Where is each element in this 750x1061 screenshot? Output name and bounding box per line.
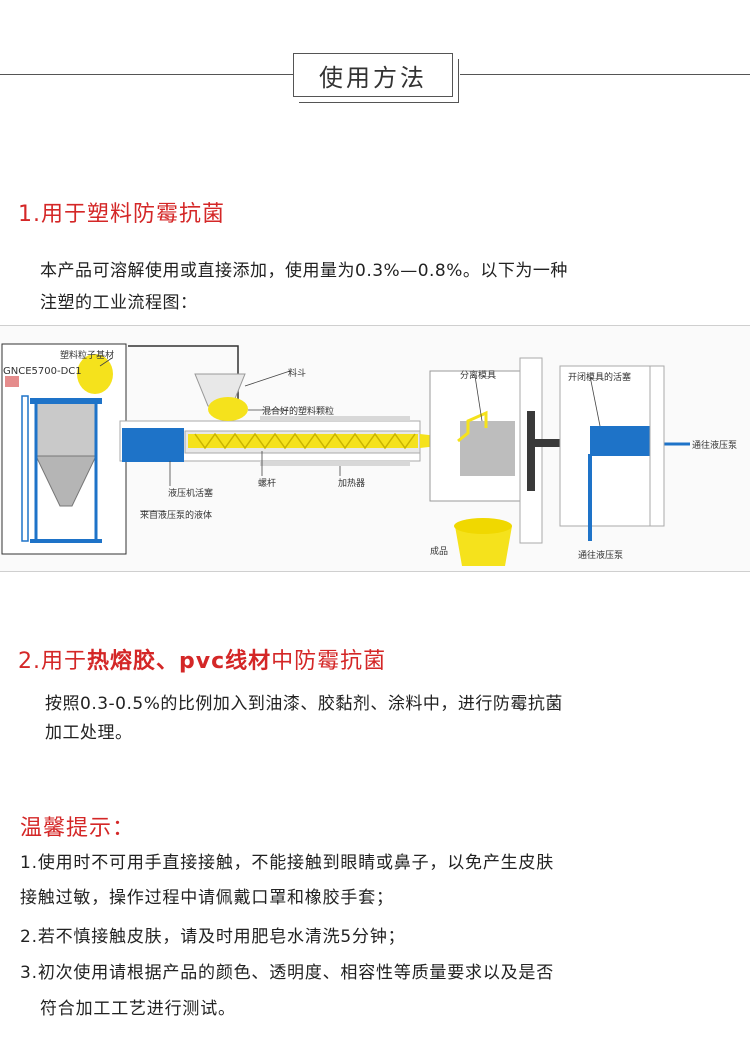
diagram-label-hopper: 料斗 [288,369,307,379]
page-title: 使用方法 [293,53,459,103]
product-bucket [455,526,512,566]
mixer-rim [30,398,102,404]
section1-title: 1.用于塑料防霉抗菌 [18,202,225,227]
tip-line-3: 2.若不慎接触皮肤，请及时用肥皂水清洗5分钟； [20,927,406,947]
section1-text-line1: 本产品可溶解使用或直接添加，使用量为0.3%—0.8%。以下为一种 [40,261,568,281]
mixer-tank [35,400,97,457]
section2-title-bold: 热熔胶、pvc线材 [87,649,272,674]
granules-pile [77,354,113,394]
diagram-label-mixed: 混合好的塑料颗粒 [262,407,335,417]
diagram-label-screw: 螺杆 [258,479,277,489]
diagram-label-model: GNCE5700-DC1 [3,366,82,377]
header-line-left [0,74,293,75]
section2-title-prefix: 2.用于 [18,649,87,674]
tip-line-2: 接触过敏，操作过程中请佩戴口罩和橡胶手套； [20,888,394,908]
diagram-label-heater: 加热器 [338,479,366,489]
page-title-text: 使用方法 [319,63,427,92]
section2-text-line2: 加工处理。 [45,723,133,743]
mixer-cone [35,455,97,507]
header-line-right [460,74,750,75]
section1-text-line2: 注塑的工业流程图： [40,293,198,313]
tip-line-5: 符合加工工艺进行测试。 [40,999,236,1019]
diagram-graphics [1,343,690,566]
injection-molding-diagram: GNCE5700-DC1 塑料粒子基材 料斗 混合好的塑料颗粒 螺杆 加热器 液… [0,325,750,572]
diagram-label-to-pump-right: 通往液压泵 [692,441,738,451]
section2-text-line1: 按照0.3-0.5%的比例加入到油漆、胶黏剂、涂料中，进行防霉抗菌 [45,694,563,714]
mixer-ladder [21,395,29,542]
tip-line-4: 3.初次使用请根据产品的颜色、透明度、相容性等质量要求以及是否 [20,963,555,983]
diagram-label-to-pump-bottom: 通往液压泵 [578,551,624,561]
tip-line-1: 1.使用时不可用手直接接触，不能接触到眼睛或鼻子，以免产生皮肤 [20,853,555,873]
mold-piston [590,426,650,456]
screw-material [188,434,418,448]
hopper-granules [208,397,248,421]
section2-title-suffix: 中防霉抗菌 [271,649,387,674]
model-tag [5,376,19,387]
hydraulic-cylinder [122,428,184,462]
diagram-label-granules: 塑料粒子基材 [60,351,115,361]
diagram-label-piston: 液压机活塞 [168,489,214,499]
mold-cavity [457,410,488,443]
diagram-label-product: 成品 [430,547,449,557]
diagram-label-fluid: 来自液压泵的液体 [140,511,213,521]
diagram-label-mold: 分离模具 [460,371,497,381]
diagram-label-mold-piston: 开闭模具的活塞 [568,373,632,383]
screw-thread [194,432,416,450]
section2-title: 2.用于热熔胶、pvc线材中防霉抗菌 [18,643,386,675]
tips-title: 温馨提示： [20,816,136,841]
